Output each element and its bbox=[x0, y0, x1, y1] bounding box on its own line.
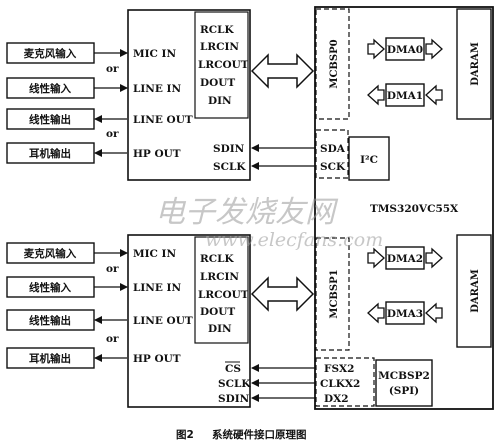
dsp-box bbox=[314, 6, 494, 410]
mcbsp0-label: MCBSP0 bbox=[329, 39, 340, 88]
pin-din-top: DIN bbox=[208, 95, 232, 107]
output-line-top: 线性输出 bbox=[29, 113, 71, 126]
pin-clkx2: CLKX2 bbox=[320, 378, 360, 390]
mcbsp1-label: MCBSP1 bbox=[329, 269, 340, 318]
pin-lrcout-bottom: LRCOUT bbox=[198, 289, 249, 301]
pin-din-bottom: DIN bbox=[208, 323, 232, 335]
dma0-label: DMA0 bbox=[387, 44, 423, 56]
mcbsp0-box bbox=[315, 8, 350, 120]
spi-pin-box bbox=[315, 357, 375, 407]
daram-top-box bbox=[456, 8, 492, 120]
output-hp-bottom: 耳机输出 bbox=[29, 352, 71, 365]
pin-rclk-bottom: RCLK bbox=[200, 253, 234, 265]
codec-top: 麦克风输入 线性输入 线性输出 耳机输出 or or MIC IN LINE I… bbox=[6, 9, 316, 181]
daram-top-label: DARAM bbox=[470, 42, 481, 86]
bus-double-arrow-bottom bbox=[250, 276, 315, 312]
i2c-box bbox=[348, 136, 390, 181]
pin-sdin-top: SDIN bbox=[213, 143, 245, 155]
codec-top-bus-box bbox=[194, 11, 249, 119]
mcbsp1-box bbox=[315, 237, 350, 351]
input-line-top: 线性输入 bbox=[29, 82, 71, 95]
codec-top-box bbox=[127, 9, 251, 181]
or-label-top-1: or bbox=[106, 63, 119, 75]
or-label-bottom-1: or bbox=[106, 263, 119, 275]
pin-sda: SDA bbox=[320, 143, 346, 155]
pin-line-in-top: LINE IN bbox=[133, 83, 181, 95]
watermark-cn: 电子发烧友网 bbox=[155, 195, 339, 230]
dma1-label: DMA1 bbox=[387, 90, 423, 102]
output-hp-top: 耳机输出 bbox=[29, 147, 71, 160]
caption-text: 系统硬件接口原理图 bbox=[212, 428, 307, 441]
pin-mic-in-top: MIC IN bbox=[133, 48, 176, 60]
pin-lrcin-bottom: LRCIN bbox=[200, 271, 239, 283]
output-line-bottom: 线性输出 bbox=[29, 314, 71, 327]
codec-bottom: 麦克风输入 线性输入 线性输出 耳机输出 or or MIC IN LINE I… bbox=[6, 234, 316, 408]
pin-lrcout-top: LRCOUT bbox=[198, 59, 249, 71]
pin-sck: SCK bbox=[320, 161, 346, 173]
dma2-label: DMA2 bbox=[387, 253, 423, 265]
bus-double-arrow-top bbox=[250, 53, 315, 89]
pin-line-in-bottom: LINE IN bbox=[133, 282, 181, 294]
or-label-bottom-2: or bbox=[106, 333, 119, 345]
dma2-box bbox=[385, 246, 425, 270]
input-mic-top: 麦克风输入 bbox=[24, 47, 77, 60]
dsp-chip: MCBSP0 DARAM DMA0 DMA1 SDA SCK I²C TMS32… bbox=[314, 6, 494, 410]
i2c-pin-box bbox=[315, 129, 349, 179]
input-mic-bottom: 麦克风输入 bbox=[24, 247, 77, 260]
codec-bottom-bus-box bbox=[194, 236, 249, 344]
pin-rclk-top: RCLK bbox=[200, 24, 234, 36]
pin-sclk-bottom: SCLK bbox=[218, 378, 251, 390]
caption-number: 图2 bbox=[176, 429, 194, 441]
pin-hp-out-top: HP OUT bbox=[133, 148, 181, 160]
mcbsp2-label: MCBSP2 bbox=[378, 370, 430, 382]
pin-dout-top: DOUT bbox=[200, 77, 235, 89]
pin-line-out-bottom: LINE OUT bbox=[133, 315, 193, 327]
mcbsp2-box bbox=[375, 359, 433, 407]
pin-mic-in-bottom: MIC IN bbox=[133, 248, 176, 260]
or-label-top-2: or bbox=[106, 128, 119, 140]
dsp-name: TMS320VC55X bbox=[370, 203, 459, 215]
dma0-box bbox=[385, 37, 425, 61]
i2c-label: I²C bbox=[360, 154, 378, 166]
pin-dout-bottom: DOUT bbox=[200, 306, 235, 318]
dma1-box bbox=[385, 83, 425, 107]
mcbsp2-sub: (SPI) bbox=[389, 385, 419, 397]
daram-bottom-box bbox=[456, 234, 492, 348]
input-line-bottom: 线性输入 bbox=[29, 281, 71, 294]
codec-bottom-box bbox=[127, 234, 251, 408]
daram-bottom-label: DARAM bbox=[470, 269, 481, 313]
pin-cs-bottom: CS bbox=[225, 363, 241, 375]
pin-sdin-bottom: SDIN bbox=[218, 393, 250, 405]
pin-line-out-top: LINE OUT bbox=[133, 114, 193, 126]
dma3-box bbox=[385, 301, 425, 325]
watermark-url: www.elecfans.com bbox=[205, 229, 383, 251]
pin-sclk-top: SCLK bbox=[213, 161, 246, 173]
pin-hp-out-bottom: HP OUT bbox=[133, 353, 181, 365]
pin-fsx2: FSX2 bbox=[324, 363, 355, 375]
dma3-label: DMA3 bbox=[387, 308, 423, 320]
pin-lrcin-top: LRCIN bbox=[200, 41, 239, 53]
pin-dx2: DX2 bbox=[324, 393, 349, 405]
